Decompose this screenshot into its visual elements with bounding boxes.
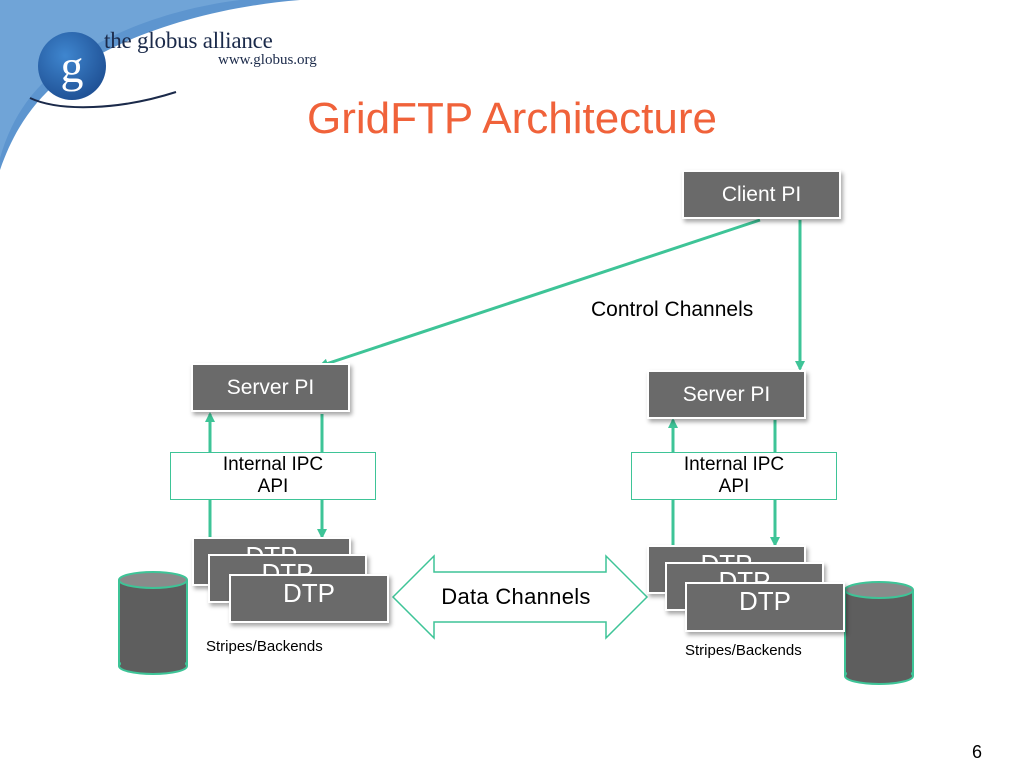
globus-logo-ball bbox=[38, 32, 106, 100]
logo-name: the globus alliance bbox=[104, 28, 273, 53]
logo-url: www.globus.org bbox=[218, 52, 317, 68]
right-server-pi-box: Server PI bbox=[647, 370, 806, 419]
left-ipc-line1: Internal IPC bbox=[222, 454, 324, 475]
control-arrow-left bbox=[318, 218, 761, 369]
slide-title: GridFTP Architecture bbox=[307, 94, 717, 143]
right-ipc-line1: Internal IPC bbox=[683, 454, 785, 475]
globus-logo-letter: g bbox=[61, 41, 84, 92]
left-ipc-api-box: Internal IPC API bbox=[170, 452, 376, 500]
left-server-pi-box: Server PI bbox=[191, 363, 350, 412]
left-dtp-box-front: DTP bbox=[229, 574, 389, 623]
data-channels-arrow bbox=[391, 554, 649, 640]
right-storage-label: Stripes/Backends bbox=[685, 642, 802, 659]
left-storage-cylinder bbox=[118, 571, 188, 675]
left-storage-label: Stripes/Backends bbox=[206, 638, 323, 655]
client-pi-box: Client PI bbox=[682, 170, 841, 219]
control-channels-label: Control Channels bbox=[591, 298, 754, 321]
globus-logo-swoosh bbox=[29, 91, 177, 109]
data-channels-label: Data Channels bbox=[441, 584, 591, 609]
page-number: 6 bbox=[972, 742, 983, 762]
left-ipc-line2: API bbox=[257, 476, 289, 497]
right-ipc-api-box: Internal IPC API bbox=[631, 452, 837, 500]
right-dtp-box-front: DTP bbox=[685, 582, 845, 632]
right-storage-cylinder bbox=[844, 581, 914, 685]
right-ipc-line2: API bbox=[718, 476, 750, 497]
